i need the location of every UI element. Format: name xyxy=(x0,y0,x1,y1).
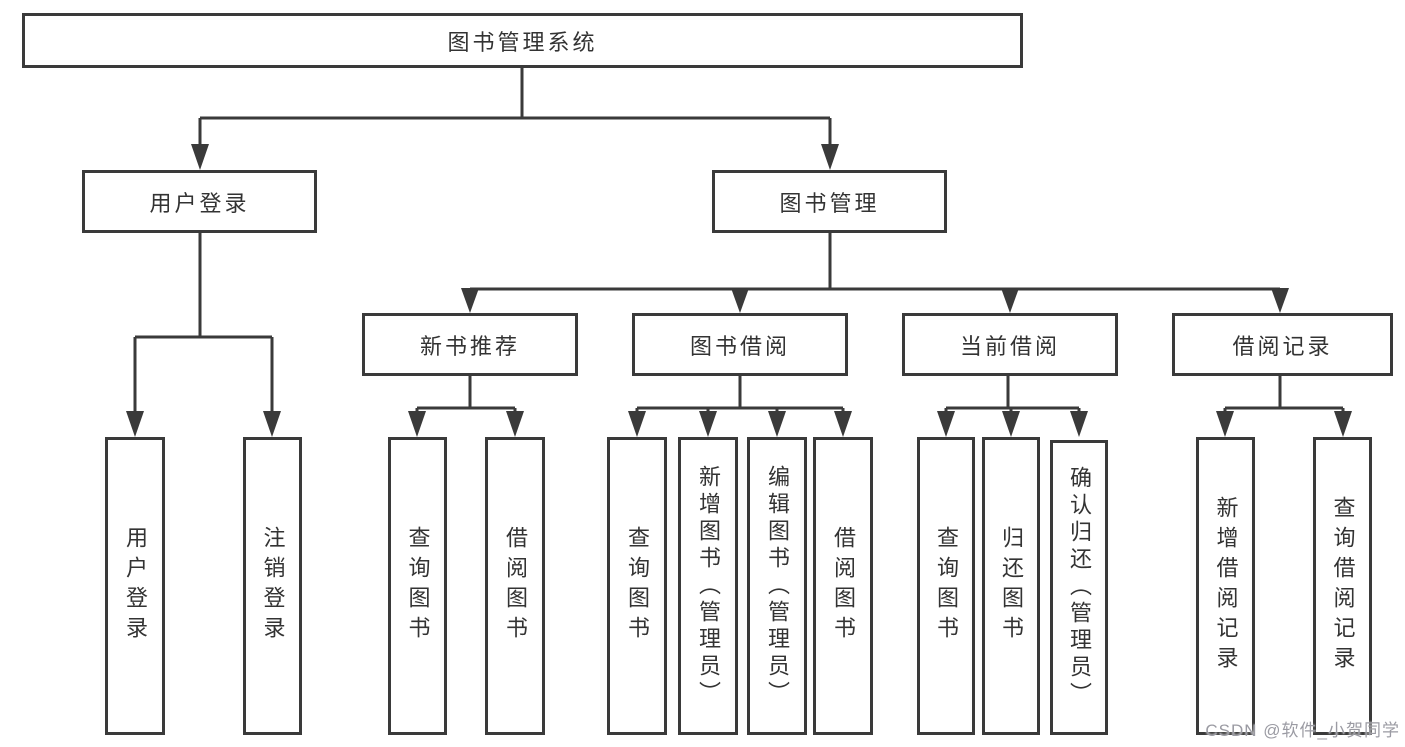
leaf-query-borrow-record: 查询借阅记录 xyxy=(1313,437,1372,735)
node-current-borrow: 当前借阅 xyxy=(902,313,1118,376)
leaf-confirm-return-admin: 确认归还（管理员） xyxy=(1050,440,1108,735)
node-borrow-records: 借阅记录 xyxy=(1172,313,1393,376)
leaf-borrow-books-newbooks: 借阅图书 xyxy=(485,437,545,735)
leaf-add-books-admin: 新增图书（管理员） xyxy=(678,437,738,735)
connector-user-login-to-leaves xyxy=(133,233,274,415)
node-book-management: 图书管理 xyxy=(712,170,947,233)
node-user-login: 用户登录 xyxy=(82,170,317,233)
connector-new-books-to-leaves xyxy=(415,376,517,414)
leaf-query-borrow-record-label: 查询借阅记录 xyxy=(1330,496,1356,676)
connector-borrow-records-to-leaves xyxy=(1223,376,1345,414)
leaf-add-books-admin-label: 新增图书（管理员） xyxy=(696,464,721,708)
node-new-book-recommend: 新书推荐 xyxy=(362,313,578,376)
node-root-label: 图书管理系统 xyxy=(447,29,598,55)
leaf-return-books: 归还图书 xyxy=(982,437,1040,735)
leaf-edit-books-admin-label: 编辑图书（管理员） xyxy=(765,464,790,708)
leaf-query-books-current: 查询图书 xyxy=(917,437,975,735)
node-book-borrow: 图书借阅 xyxy=(632,313,848,376)
node-borrow-records-label: 借阅记录 xyxy=(1232,333,1333,359)
node-book-management-label: 图书管理 xyxy=(779,190,880,216)
leaf-query-books-newbooks: 查询图书 xyxy=(388,437,447,735)
node-new-book-recommend-label: 新书推荐 xyxy=(419,333,520,359)
leaf-query-books-current-label: 查询图书 xyxy=(934,526,959,646)
leaf-query-books-borrow-label: 查询图书 xyxy=(625,526,650,646)
leaf-user-login-label: 用户登录 xyxy=(123,526,148,646)
leaf-query-books-borrow: 查询图书 xyxy=(607,437,667,735)
connector-book-management-to-level3 xyxy=(468,233,1282,292)
leaf-borrow-books-borrow: 借阅图书 xyxy=(813,437,873,735)
node-current-borrow-label: 当前借阅 xyxy=(959,333,1060,359)
leaf-user-login: 用户登录 xyxy=(105,437,165,735)
node-book-borrow-label: 图书借阅 xyxy=(689,333,790,359)
connector-root-to-level2 xyxy=(198,68,832,150)
leaf-logout-login: 注销登录 xyxy=(243,437,302,735)
leaf-query-books-newbooks-label: 查询图书 xyxy=(405,526,431,646)
leaf-return-books-label: 归还图书 xyxy=(999,526,1024,646)
leaf-borrow-books-borrow-label: 借阅图书 xyxy=(831,526,856,646)
connector-book-borrow-to-leaves xyxy=(635,376,845,414)
arrowheads xyxy=(126,144,1352,437)
leaf-add-borrow-record: 新增借阅记录 xyxy=(1196,437,1255,735)
leaf-confirm-return-admin-label: 确认归还（管理员） xyxy=(1067,466,1092,709)
node-root-system: 图书管理系统 xyxy=(22,13,1023,68)
connector-current-borrow-to-leaves xyxy=(944,376,1081,414)
node-user-login-label: 用户登录 xyxy=(149,190,250,216)
leaf-edit-books-admin: 编辑图书（管理员） xyxy=(747,437,807,735)
leaf-logout-login-label: 注销登录 xyxy=(260,526,286,646)
leaf-borrow-books-newbooks-label: 借阅图书 xyxy=(503,526,528,646)
leaf-add-borrow-record-label: 新增借阅记录 xyxy=(1213,496,1239,676)
csdn-watermark: CSDN @软件_小贺同学 xyxy=(1205,721,1400,740)
